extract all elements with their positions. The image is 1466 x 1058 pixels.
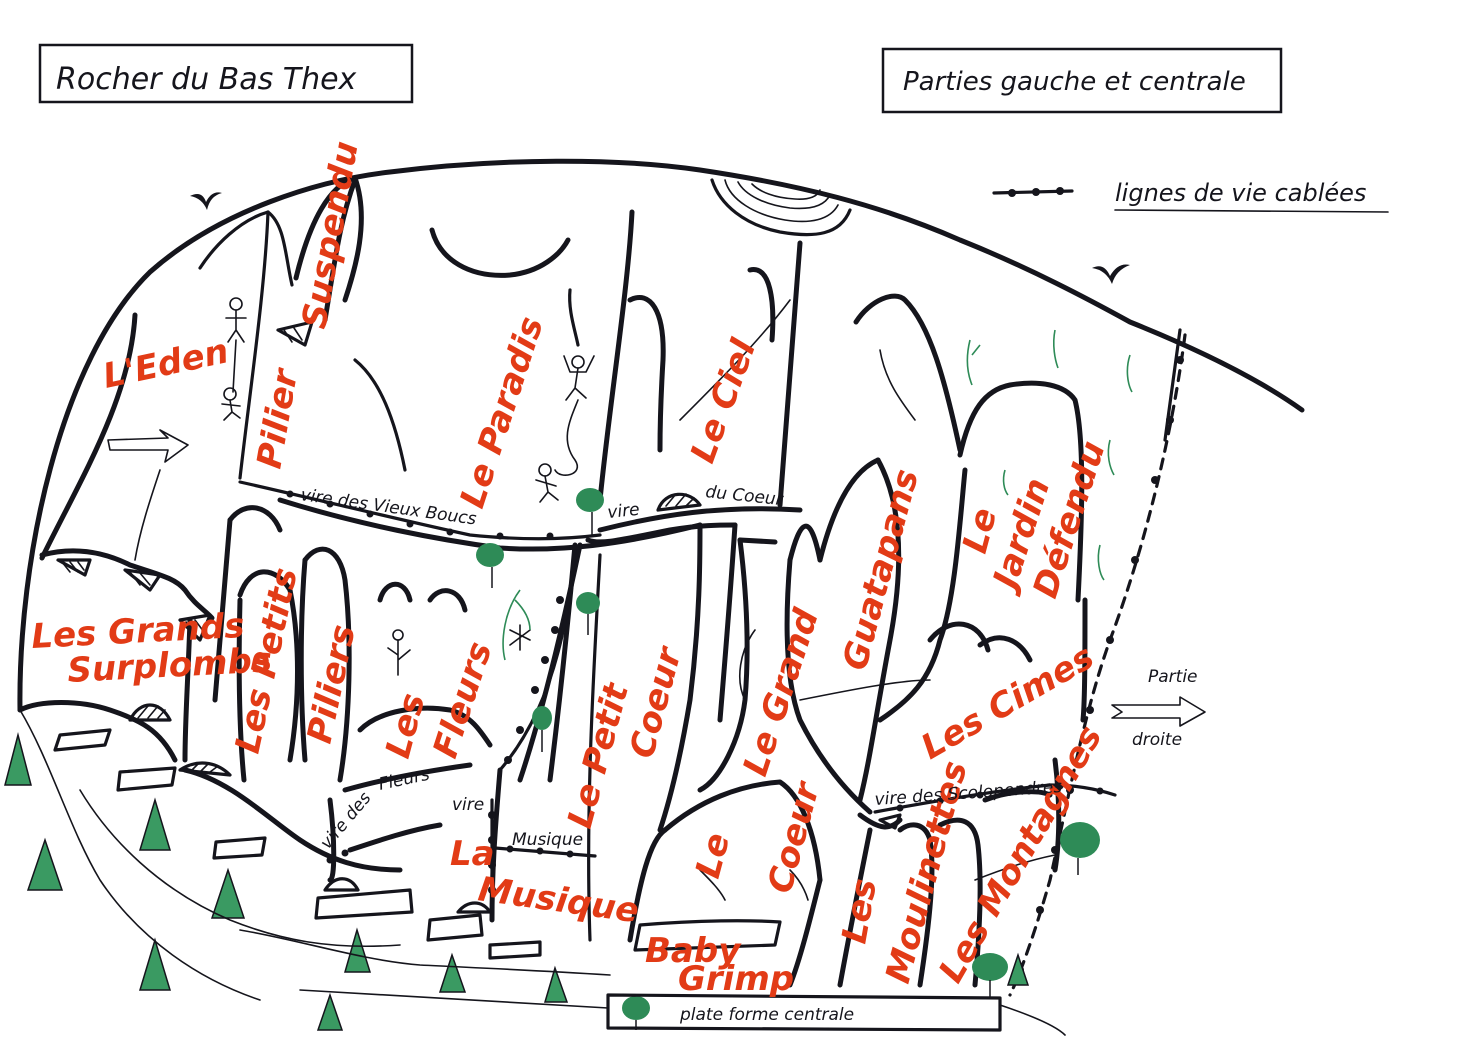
arrow-up-icon (107, 429, 189, 561)
ledge-label-du-coeur-2: du Coeur (704, 482, 784, 510)
sector-label-paradis: Le Paradis (453, 312, 552, 513)
sector-label-baby-2: Grimp (678, 959, 794, 999)
flower-icon (387, 629, 411, 676)
tree-icon (576, 488, 604, 535)
cable-line-left (498, 543, 577, 772)
ledge-label-vieux-boucs: vire des Vieux Boucs (299, 485, 477, 529)
ledge-label-musique-1: vire (452, 795, 484, 815)
ledge-musique (493, 845, 597, 858)
subtitle-box: Parties gauche et centrale (881, 47, 1283, 114)
tree-icon (532, 706, 552, 752)
legend-underline (1114, 209, 1389, 213)
ledge-scolopendres (873, 782, 1117, 814)
rock-overhang-top (710, 178, 852, 237)
tree-icon (622, 996, 650, 1030)
sector-label-ciel: Le Ciel (683, 333, 765, 468)
sector-label-petits-2: Piliers (300, 621, 364, 747)
bird-icon (1092, 264, 1130, 284)
map-subtitle: Parties gauche et centrale (903, 67, 1246, 97)
sector-label-eden: L'Eden (100, 331, 232, 397)
tree-icon (1060, 822, 1100, 875)
tree-icon (476, 543, 504, 588)
legend-cable-dot (1056, 187, 1064, 195)
ledge-fleurs (326, 762, 473, 864)
ledge-label-plateforme: plate forme centrale (679, 1005, 854, 1025)
sector-label-guatapans: Guatapans (835, 465, 927, 674)
nav-partie-droite: Partie droite (1132, 667, 1198, 750)
sector-label-musique-1: La (450, 834, 495, 874)
ledge-label-musique-2: Musique (512, 830, 583, 850)
nav-label-right-2: droite (1132, 730, 1182, 750)
conifer-icon (4, 732, 1030, 1031)
climber-icon (535, 463, 559, 503)
climber-icon (554, 355, 595, 476)
nav-label-right-1: Partie (1148, 667, 1198, 687)
ledge-label-du-coeur-1: vire (606, 500, 640, 523)
sector-label-baby-1: Baby (645, 931, 742, 971)
access-paths (19, 709, 1066, 1036)
rock-outline (17, 158, 1305, 988)
legend: lignes de vie cablées (992, 179, 1389, 213)
sector-label-suspendu: Suspendu (294, 138, 366, 331)
climber-icon (221, 387, 241, 421)
title-box: Rocher du Bas Thex (38, 43, 414, 104)
legend-label: lignes de vie cablées (1115, 179, 1366, 207)
arrow-right-icon (1111, 696, 1206, 727)
tree-icon (972, 953, 1008, 998)
legend-cable-dot (1032, 188, 1040, 196)
sector-label-petit-coeur-1: Le Petit (560, 678, 637, 833)
flower-icon (509, 624, 531, 651)
sector-label-pilier: Pilier (249, 364, 306, 471)
ledge-du-coeur (597, 506, 803, 533)
sector-label-fleurs-1: Les (378, 689, 433, 762)
sector-label-moulinettes-1: Les (834, 876, 885, 947)
green-plants (502, 329, 1133, 661)
map-title: Rocher du Bas Thex (56, 62, 357, 97)
legend-cable-dot (1008, 189, 1016, 197)
climber-icon (225, 297, 247, 393)
hatched-overhangs (56, 320, 902, 914)
ledge-label-fleurs-2: Fleurs (377, 765, 432, 795)
sector-label-coeur-1: Le (688, 829, 738, 883)
bird-icon (190, 192, 222, 210)
tree-icon (576, 592, 600, 635)
cable-line-music (488, 798, 496, 917)
sector-label-musique-2: Musique (476, 869, 642, 931)
